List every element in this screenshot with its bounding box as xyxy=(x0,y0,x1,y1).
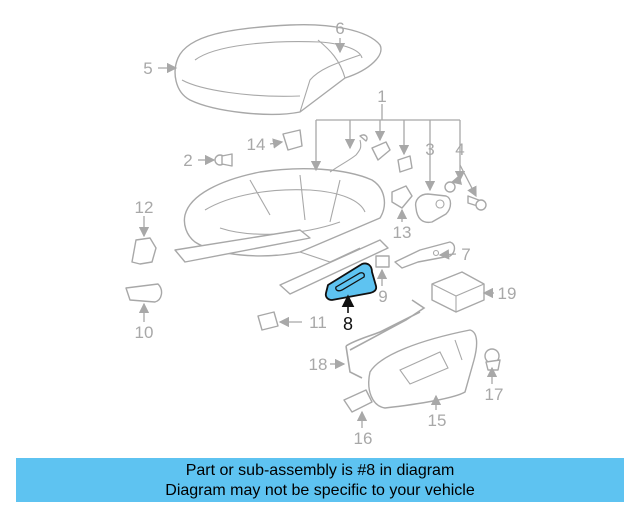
callout-11: 11 xyxy=(309,313,327,332)
part-8-highlighted[interactable] xyxy=(324,262,378,301)
callout-17: 17 xyxy=(485,385,504,404)
callout-1: 1 xyxy=(377,87,386,106)
callout-9: 9 xyxy=(378,287,387,306)
part-19[interactable] xyxy=(431,271,485,313)
callout-4: 4 xyxy=(455,140,464,159)
part-3[interactable] xyxy=(414,193,452,224)
part-18[interactable] xyxy=(345,299,426,379)
part-17[interactable] xyxy=(484,348,501,371)
part-1-components[interactable] xyxy=(329,134,413,173)
callout-7: 7 xyxy=(461,245,470,264)
callout-6: 6 xyxy=(335,19,344,38)
seat-cushion-part[interactable] xyxy=(174,23,382,116)
part-10[interactable] xyxy=(125,283,163,303)
part-15[interactable] xyxy=(368,329,478,409)
callout-16: 16 xyxy=(354,429,373,448)
banner-line-1: Part or sub-assembly is #8 in diagram xyxy=(185,462,455,479)
part-12[interactable] xyxy=(131,237,157,265)
callout-10: 10 xyxy=(135,323,154,342)
part-4[interactable] xyxy=(444,181,487,211)
callout-2: 2 xyxy=(183,151,192,170)
seat-frame-part[interactable] xyxy=(174,168,389,295)
parts-diagram: 5 6 1 14 2 3 4 12 13 7 9 19 8 11 10 18 1… xyxy=(125,19,517,448)
part-13[interactable] xyxy=(391,185,413,209)
callout-14: 14 xyxy=(247,135,266,154)
part-16[interactable] xyxy=(343,389,373,413)
info-banner: Part or sub-assembly is #8 in diagram Di… xyxy=(16,458,624,502)
leader-lines xyxy=(138,38,498,428)
part-7[interactable] xyxy=(394,241,456,269)
part-9[interactable] xyxy=(375,255,390,268)
part-14[interactable] xyxy=(282,129,303,151)
callout-12: 12 xyxy=(135,198,154,217)
callout-8: 8 xyxy=(343,314,353,334)
callout-19: 19 xyxy=(498,284,517,303)
callout-5: 5 xyxy=(143,59,152,78)
callout-18: 18 xyxy=(309,355,328,374)
callout-3: 3 xyxy=(425,140,434,159)
banner-line-2: Diagram may not be specific to your vehi… xyxy=(165,482,475,499)
callout-13: 13 xyxy=(393,223,412,242)
part-2[interactable] xyxy=(214,153,233,167)
callout-15: 15 xyxy=(428,411,447,430)
part-11[interactable] xyxy=(257,311,279,331)
